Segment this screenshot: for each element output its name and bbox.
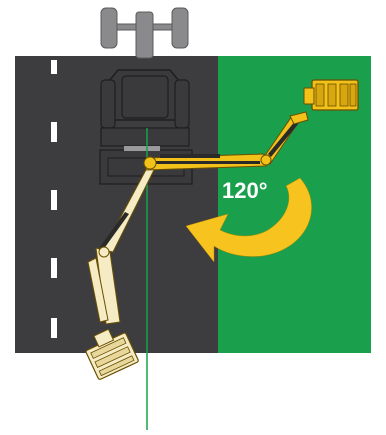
mower-head-icon — [303, 79, 359, 111]
rotation-angle-label: 120° — [222, 178, 268, 203]
lane-markings — [51, 60, 57, 338]
boom-ghost-position — [85, 165, 155, 380]
boom-active-position — [143, 79, 359, 171]
rotation-arrow-icon — [185, 177, 312, 263]
